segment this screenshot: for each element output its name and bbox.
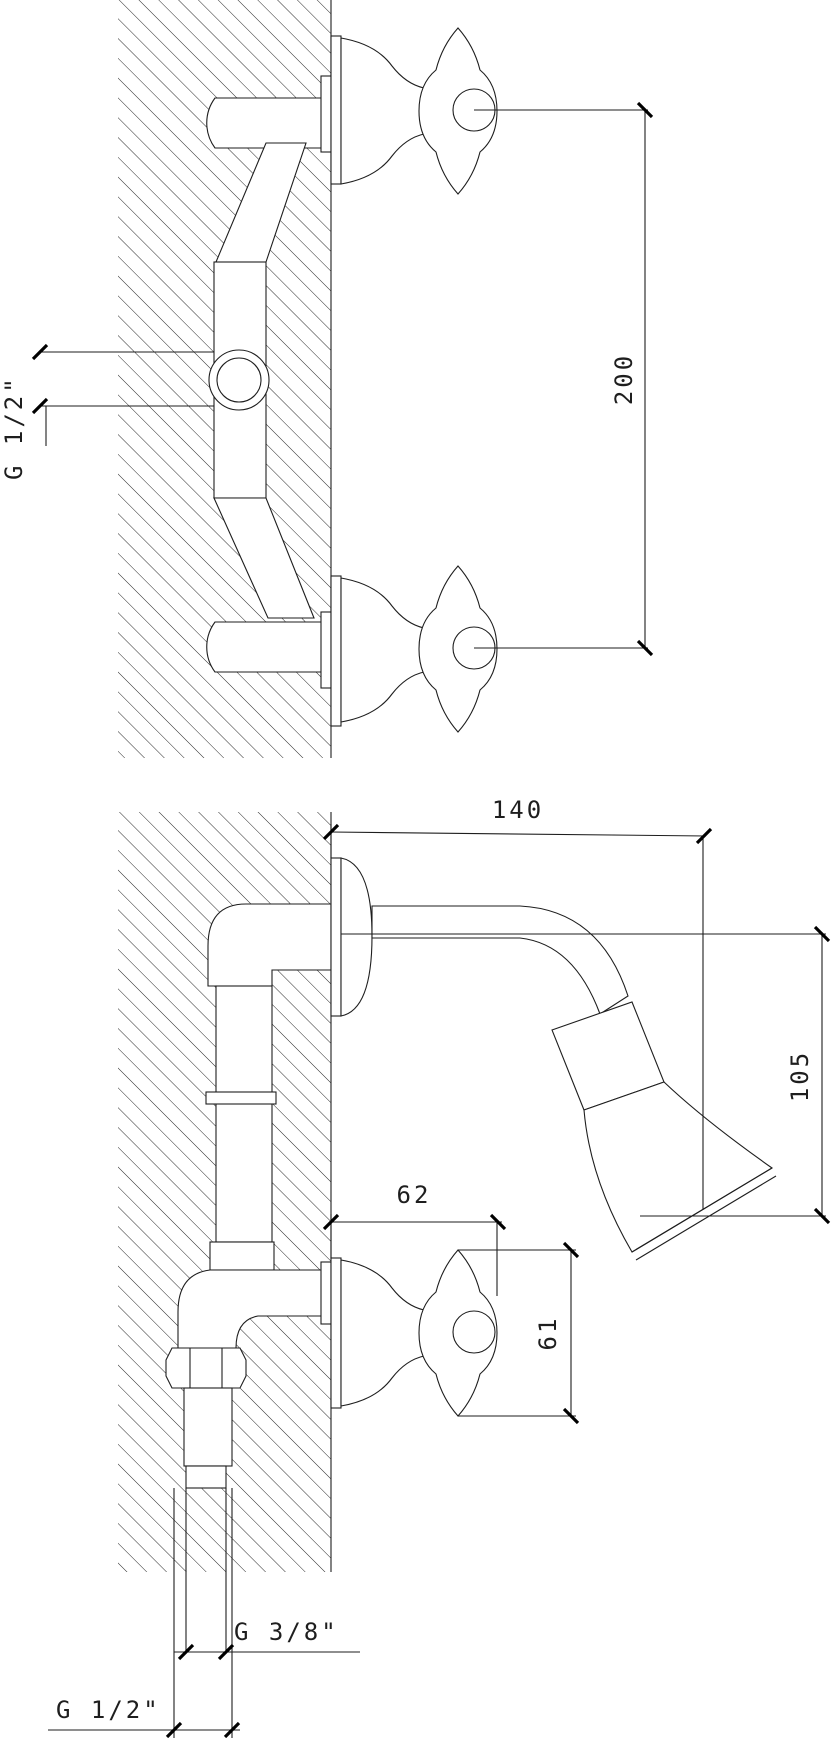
shower-head [551,1001,777,1261]
upper-valve [206,27,498,195]
side-valve [330,1249,498,1417]
spacing-label: 200 [610,353,638,405]
lower-cross-handle [418,565,498,733]
dim-drop: 105 [341,925,831,1225]
dim-handle-height: 61 [458,1241,580,1425]
dim-reach: 140 [322,796,713,1210]
side-view: 140 105 62 61 [48,796,831,1738]
handle-offset-label: 62 [397,1181,432,1209]
offset-pipe [208,142,315,619]
inlet-thread-label-top: G 1/2" [0,375,28,480]
outlet-outer-label: G 1/2" [56,1696,161,1724]
wall-piping [165,903,332,1738]
dim-inlet-top: G 1/2" [0,343,214,480]
dim-outlet-inner: G 3/8" [174,1618,360,1661]
top-view: G 1/2" 200 [0,0,654,758]
upper-cross-handle [418,27,498,195]
hex-nut [165,1347,247,1389]
shower-arm [330,857,777,1261]
lower-valve [206,565,498,733]
dim-spacing: 200 [474,101,654,657]
drop-label: 105 [786,1050,814,1102]
reach-label: 140 [492,796,544,824]
side-cross-handle [418,1249,498,1417]
handle-height-label: 61 [534,1316,562,1351]
dim-handle-offset: 62 [322,1181,507,1296]
dim-outlet-outer: G 1/2" [48,1696,241,1738]
outlet-inner-label: G 3/8" [234,1618,339,1646]
